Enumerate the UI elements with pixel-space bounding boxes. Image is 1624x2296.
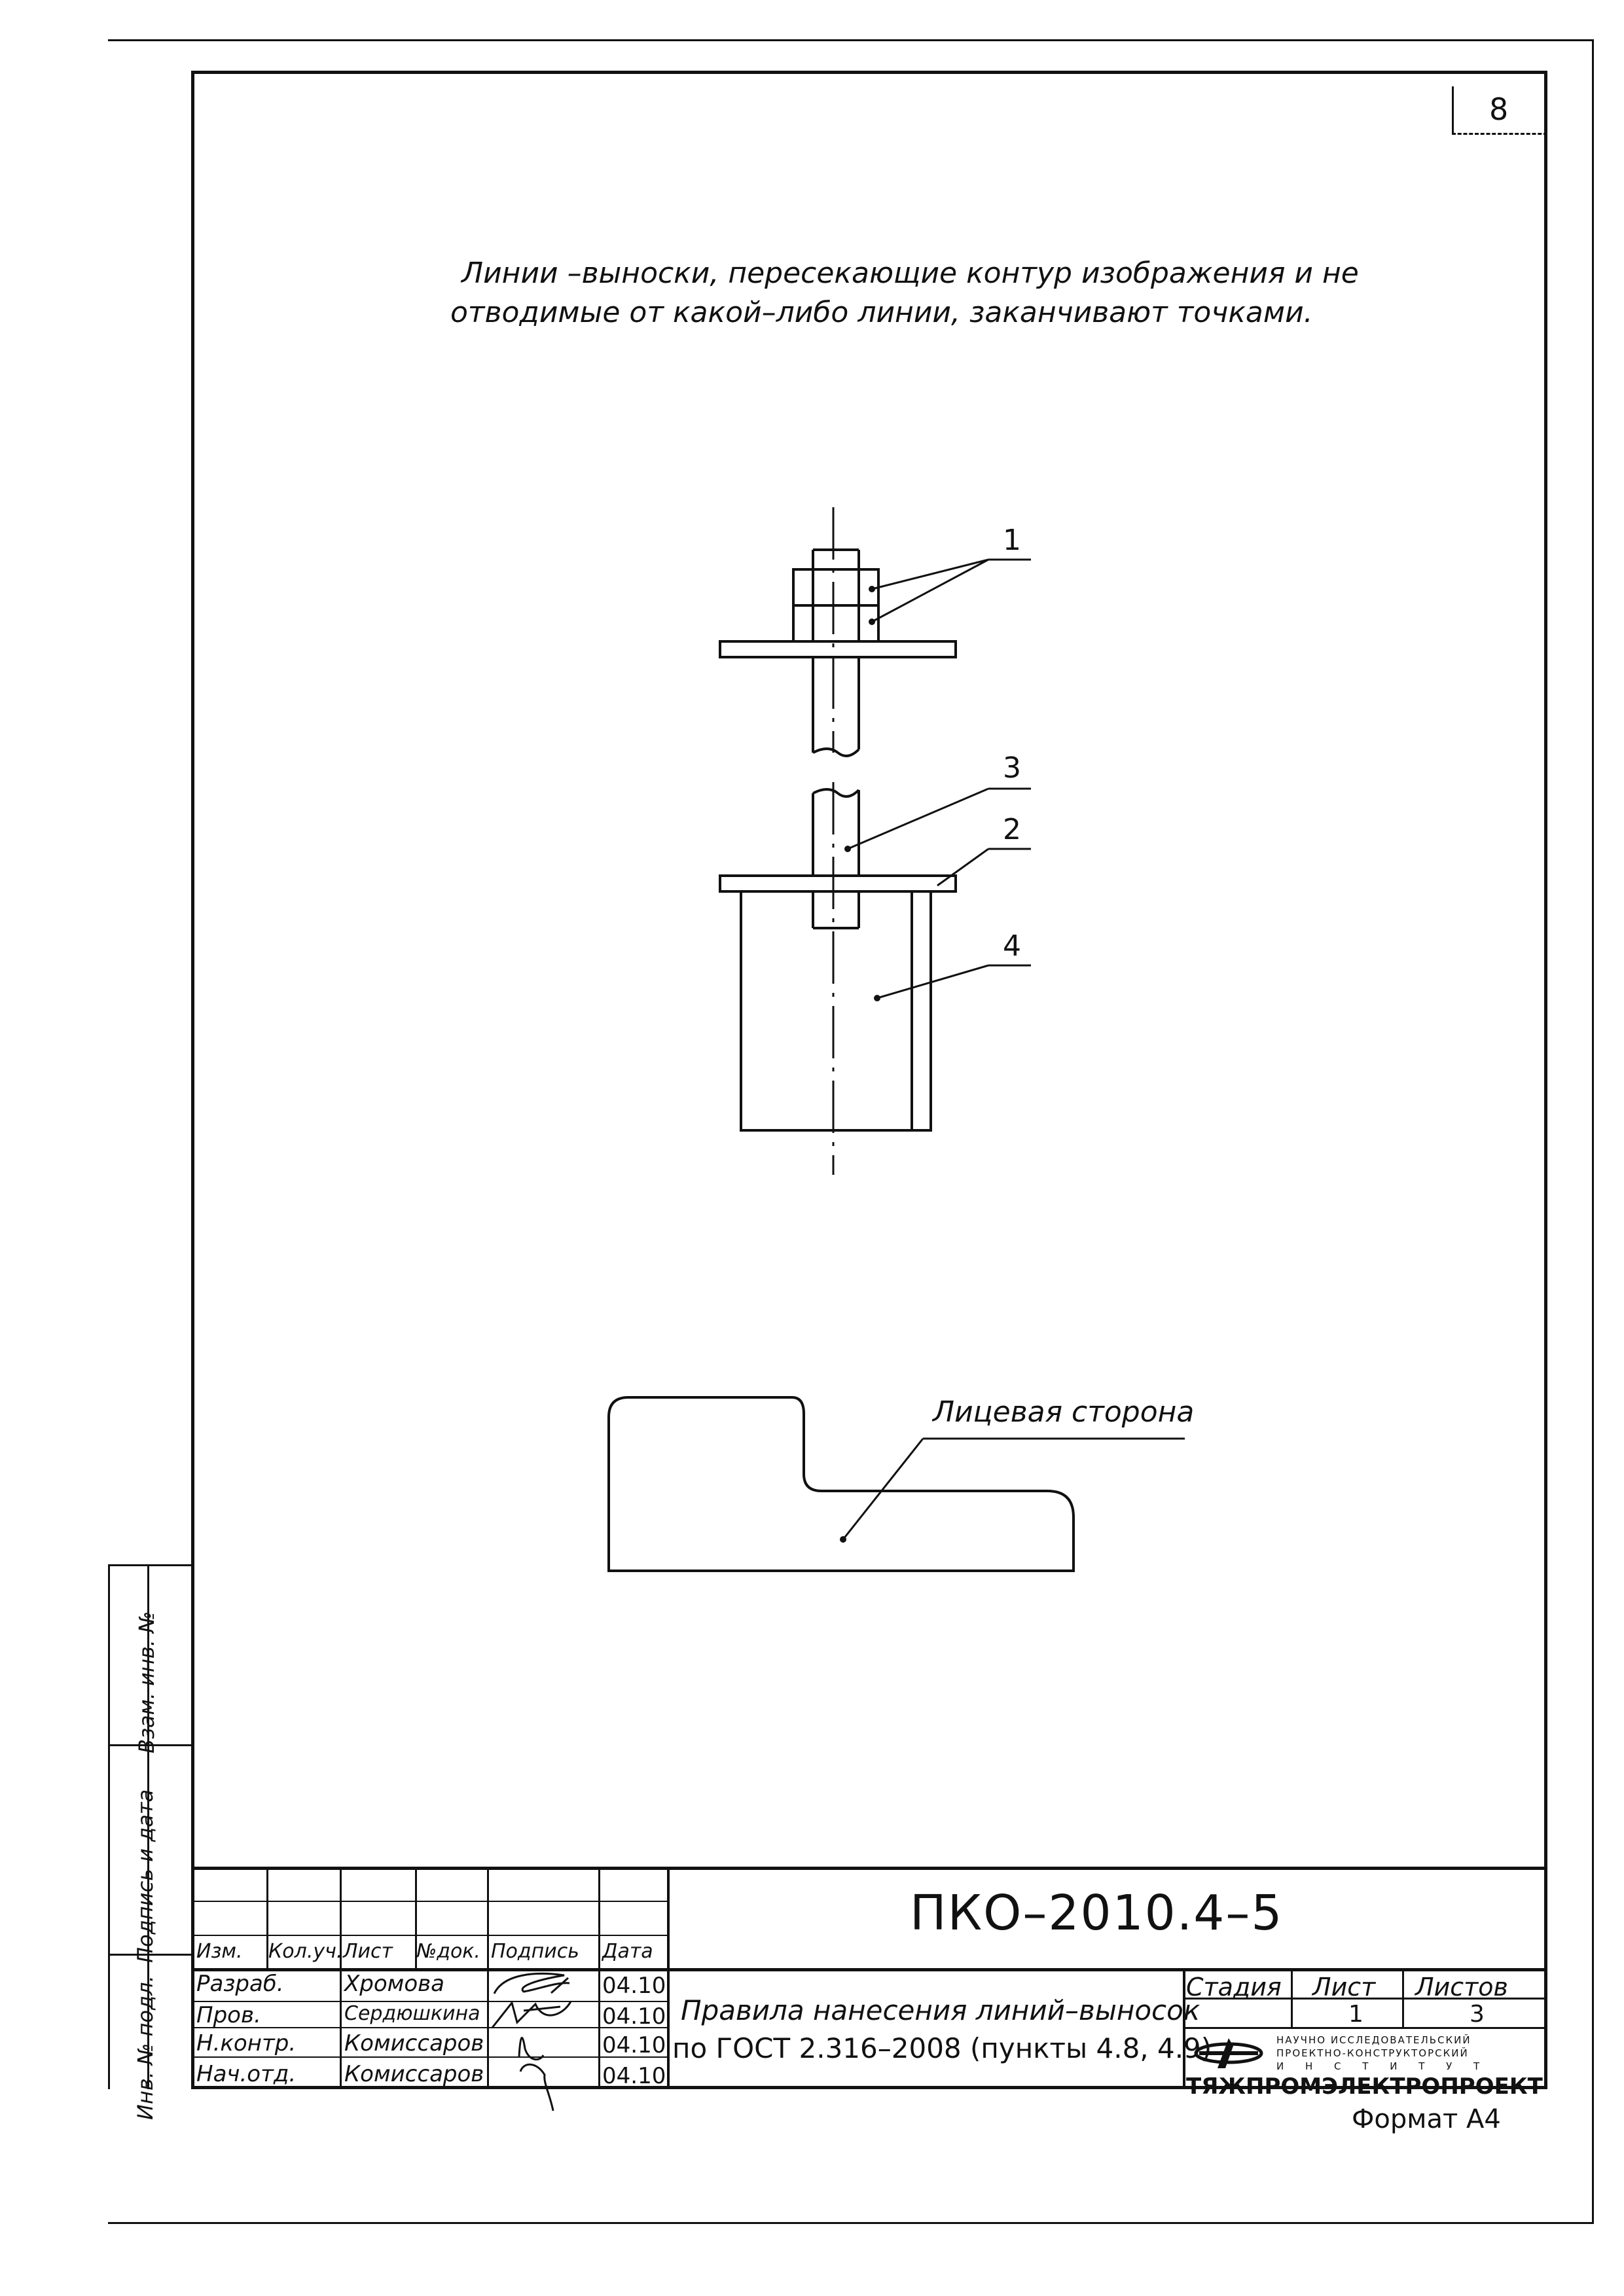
sheet-value: 1 <box>1348 2001 1363 2028</box>
row-prov-role: Пров. <box>196 2002 261 2028</box>
header-list: Лист <box>343 1940 393 1963</box>
signature-prov <box>491 2000 572 2028</box>
sheet-label: Лист <box>1312 1973 1376 2001</box>
row-nkontr-name: Комиссаров <box>344 2030 484 2056</box>
callout-3: 3 <box>1003 751 1021 785</box>
org-logo-icon <box>1194 2038 1263 2068</box>
signature-razrab <box>493 1972 570 1994</box>
callout-2: 2 <box>1003 813 1021 846</box>
leader-dot-2 <box>840 1536 846 1543</box>
sheets-label: Листов <box>1415 1973 1508 2001</box>
row-nachotd-name: Комиссаров <box>344 2061 484 2087</box>
stage-label: Стадия <box>1186 1973 1282 2001</box>
note-line-1: Линии –выноски, пересекающие контур изоб… <box>461 257 1359 290</box>
page-top-line <box>108 39 1594 41</box>
drawing-frame <box>191 71 1547 2089</box>
row-razrab-name: Хромова <box>344 1971 444 1997</box>
face-side-label: Лицевая сторона <box>933 1395 1195 1429</box>
org-line-2: ПРОЕКТНО-КОНСТРУКТОРСКИЙ <box>1276 2047 1469 2059</box>
sheet-number: 8 <box>1489 92 1509 127</box>
callout-1: 1 <box>1003 524 1021 557</box>
leader-lines-2 <box>842 1437 1185 1540</box>
signature-nachotd <box>519 2063 554 2111</box>
document-title-line-1: Правила нанесения линий–выносок <box>681 1994 1200 2026</box>
row-nkontr-date: 04.10 <box>602 2032 666 2058</box>
bolt-assembly <box>719 507 957 1175</box>
row-razrab-role: Разраб. <box>196 1971 284 1997</box>
row-nachotd-role: Нач.отд. <box>196 2061 297 2087</box>
side-stamp <box>108 1564 191 2089</box>
signature-nkontr <box>518 2037 545 2061</box>
row-nkontr-role: Н.контр. <box>196 2030 297 2056</box>
leader-dots-1 <box>844 586 880 1001</box>
row-prov-name: Сердюшкина <box>344 2002 480 2025</box>
org-name: ТЯЖПРОМЭЛЕКТРОПРОЕКТ <box>1186 2073 1543 2100</box>
part-profile <box>607 1396 1075 1572</box>
sheet-number-box <box>1452 86 1547 135</box>
page-right-line <box>1592 39 1594 2224</box>
org-line-1: НАУЧНО ИССЛЕДОВАТЕЛЬСКИЙ <box>1276 2034 1471 2046</box>
document-title-line-2: по ГОСТ 2.316–2008 (пункты 4.8, 4.9) <box>672 2032 1212 2064</box>
header-kol: Кол.уч. <box>268 1940 343 1963</box>
sheets-value: 3 <box>1470 2001 1485 2028</box>
header-izm: Изм. <box>196 1940 243 1963</box>
header-data: Дата <box>602 1940 653 1963</box>
header-podpis: Подпись <box>491 1940 579 1963</box>
row-razrab-date: 04.10 <box>602 1973 666 1999</box>
header-doc: №док. <box>416 1940 480 1963</box>
org-line-3: И Н С Т И Т У Т <box>1276 2060 1489 2072</box>
callout-4: 4 <box>1003 929 1021 963</box>
note-line-2: отводимые от какой–либо линии, заканчива… <box>450 296 1313 329</box>
page-bottom-line <box>108 2222 1594 2224</box>
row-prov-date: 04.10 <box>602 2003 666 2030</box>
leader-lines-1 <box>847 558 1031 999</box>
format-label: Формат А4 <box>1352 2104 1501 2134</box>
document-designation: ПКО–2010.4–5 <box>910 1885 1284 1941</box>
row-nachotd-date: 04.10 <box>602 2063 666 2089</box>
title-block <box>191 1867 1547 2089</box>
